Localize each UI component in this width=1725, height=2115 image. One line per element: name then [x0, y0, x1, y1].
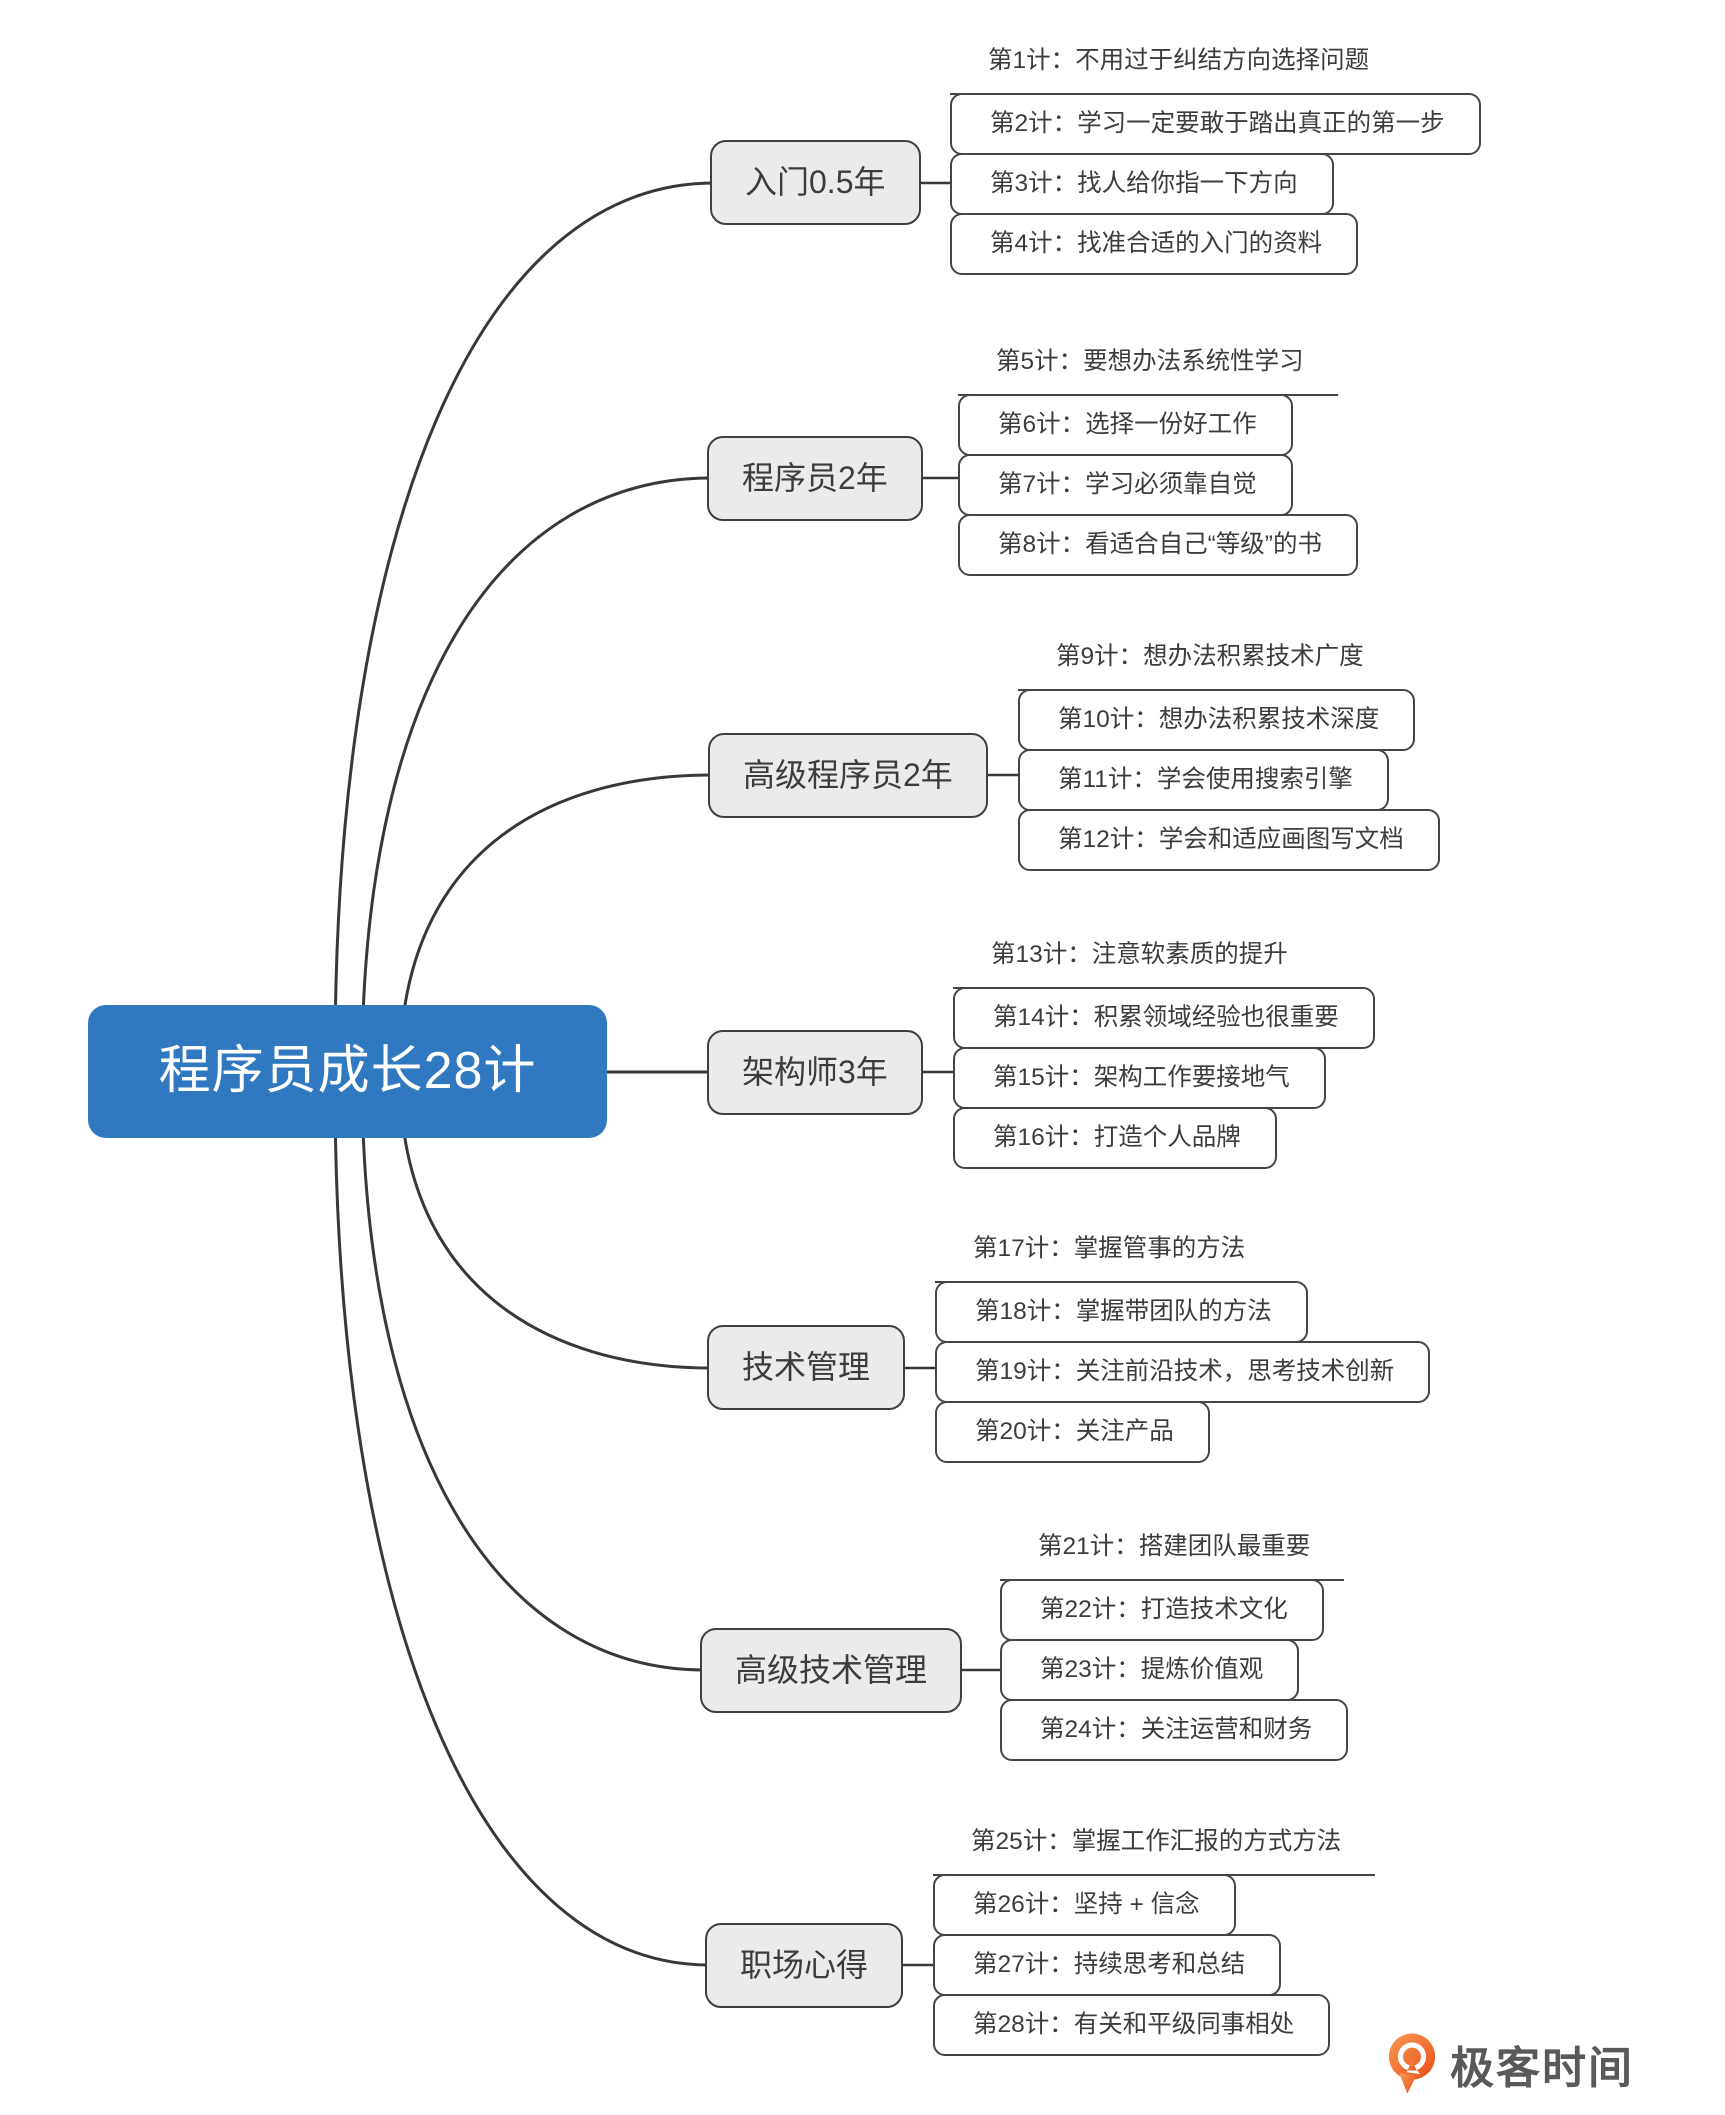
geektime-logo-icon — [1388, 2033, 1436, 2094]
leaf-topic[interactable]: 第11计：学会使用搜索引擎 — [1018, 749, 1389, 811]
branch-curve-6 — [360, 1083, 706, 1672]
leaf-topic[interactable]: 第25计：掌握工作汇报的方式方法 — [933, 1814, 1376, 1876]
branch-node-6[interactable]: 高级技术管理 — [700, 1628, 963, 1713]
leaf-topic[interactable]: 第10计：想办法积累技术深度 — [1018, 689, 1416, 751]
leaf-group-1: 第1计：不用过于纠结方向选择问题 第2计：学习一定要敢于踏出真正的第一步 第3计… — [950, 33, 1481, 275]
leaf-topic[interactable]: 第24计：关注运营和财务 — [1000, 1699, 1349, 1761]
leaf-topic[interactable]: 第20计：关注产品 — [935, 1401, 1210, 1463]
branch-curve-5 — [398, 1083, 713, 1370]
leaf-topic[interactable]: 第15计：架构工作要接地气 — [953, 1047, 1326, 1109]
leaf-topic[interactable]: 第4计：找准合适的入门的资料 — [950, 213, 1359, 275]
branch-curve-7 — [333, 1083, 711, 1967]
leaf-topic[interactable]: 第8计：看适合自己“等级”的书 — [958, 514, 1358, 576]
leaf-group-2: 第5计：要想办法系统性学习 第6计：选择一份好工作 第7计：学习必须靠自觉 第8… — [958, 334, 1358, 576]
leaf-topic[interactable]: 第16计：打造个人品牌 — [953, 1107, 1277, 1169]
geektime-logo-text: 极客时间 — [1450, 2044, 1634, 2093]
branch-node-4[interactable]: 架构师3年 — [707, 1030, 923, 1115]
branch-node-7[interactable]: 职场心得 — [705, 1923, 904, 2008]
leaf-topic[interactable]: 第9计：想办法积累技术广度 — [1018, 629, 1398, 691]
branch-node-5[interactable]: 技术管理 — [707, 1325, 906, 1410]
leaf-topic[interactable]: 第28计：有关和平级同事相处 — [933, 1994, 1331, 2056]
branch-curve-1 — [333, 181, 716, 1062]
leaf-group-6: 第21计：搭建团队最重要 第22计：打造技术文化 第23计：提炼价值观 第24计… — [1000, 1519, 1349, 1761]
central-topic[interactable]: 程序员成长28计 — [88, 1005, 607, 1138]
leaf-topic[interactable]: 第19计：关注前沿技术，思考技术创新 — [935, 1341, 1431, 1403]
leaf-topic[interactable]: 第2计：学习一定要敢于踏出真正的第一步 — [950, 93, 1481, 155]
leaf-topic[interactable]: 第1计：不用过于纠结方向选择问题 — [950, 33, 1404, 95]
leaf-group-5: 第17计：掌握管事的方法 第18计：掌握带团队的方法 第19计：关注前沿技术，思… — [935, 1221, 1431, 1463]
branch-node-2[interactable]: 程序员2年 — [707, 436, 923, 521]
leaf-topic[interactable]: 第26计：坚持 + 信念 — [933, 1874, 1236, 1936]
leaf-topic[interactable]: 第3计：找人给你指一下方向 — [950, 153, 1334, 215]
leaf-topic[interactable]: 第17计：掌握管事的方法 — [935, 1221, 1280, 1283]
leaf-topic[interactable]: 第5计：要想办法系统性学习 — [958, 334, 1338, 396]
leaf-topic[interactable]: 第18计：掌握带团队的方法 — [935, 1281, 1308, 1343]
leaf-group-7: 第25计：掌握工作汇报的方式方法 第26计：坚持 + 信念 第27计：持续思考和… — [933, 1814, 1376, 2056]
leaf-topic[interactable]: 第22计：打造技术文化 — [1000, 1579, 1324, 1641]
branch-curve-3 — [398, 773, 714, 1062]
leaf-topic[interactable]: 第21计：搭建团队最重要 — [1000, 1519, 1345, 1581]
leaf-topic[interactable]: 第6计：选择一份好工作 — [958, 394, 1293, 456]
geektime-logo: 极客时间 — [1388, 2032, 1634, 2096]
branch-node-3[interactable]: 高级程序员2年 — [708, 733, 988, 818]
leaf-topic[interactable]: 第23计：提炼价值观 — [1000, 1639, 1300, 1701]
branch-curve-2 — [360, 476, 713, 1062]
leaf-topic[interactable]: 第14计：积累领域经验也很重要 — [953, 987, 1375, 1049]
leaf-topic[interactable]: 第7计：学习必须靠自觉 — [958, 454, 1293, 516]
leaf-group-4: 第13计：注意软素质的提升 第14计：积累领域经验也很重要 第15计：架构工作要… — [953, 927, 1375, 1169]
leaf-group-3: 第9计：想办法积累技术广度 第10计：想办法积累技术深度 第11计：学会使用搜索… — [1018, 629, 1440, 871]
leaf-topic[interactable]: 第13计：注意软素质的提升 — [953, 927, 1322, 989]
leaf-topic[interactable]: 第27计：持续思考和总结 — [933, 1934, 1282, 1996]
leaf-topic[interactable]: 第12计：学会和适应画图写文档 — [1018, 809, 1440, 871]
branch-node-1[interactable]: 入门0.5年 — [710, 140, 921, 225]
